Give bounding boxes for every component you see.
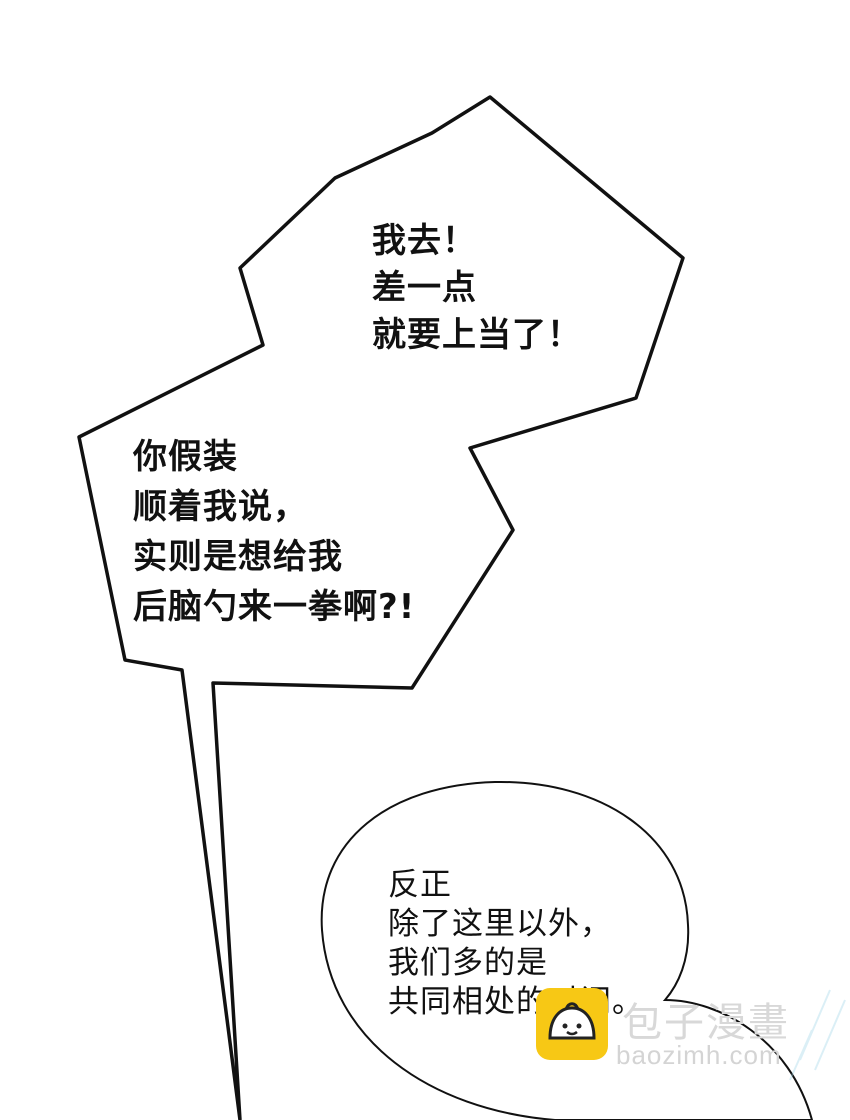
- sparkle-decoration: [789, 989, 846, 1081]
- dialogue-line: 实则是想给我: [133, 537, 343, 577]
- bun-logo-icon: [536, 988, 608, 1060]
- dialogue-line: 顺着我说，: [133, 487, 308, 527]
- dialogue-line: 差一点: [372, 268, 477, 308]
- dialogue-line: 你假装: [133, 437, 238, 477]
- watermark-title: 包子漫畫: [622, 1000, 790, 1046]
- jagged-bubble-left-text: 你假装 顺着我说， 实则是想给我 后脑勺来一拳啊?!: [133, 432, 415, 632]
- dialogue-line: 除了这里以外，: [388, 906, 612, 942]
- dialogue-line: 反正: [388, 867, 452, 903]
- watermark: 包子漫畫 baozimh.com: [536, 988, 836, 1088]
- jagged-bubble-top-text: 我去！ 差一点 就要上当了！: [372, 218, 582, 359]
- dialogue-line: 后脑勺来一拳啊?!: [133, 587, 416, 627]
- dialogue-line: 就要上当了！: [372, 315, 582, 355]
- dialogue-line: 我们多的是: [388, 945, 548, 981]
- watermark-url: baozimh.com: [616, 1040, 782, 1070]
- jagged-speech-bubble: [77, 95, 685, 1120]
- dialogue-line: 我去！: [372, 221, 477, 261]
- round-speech-bubble: [320, 780, 814, 1120]
